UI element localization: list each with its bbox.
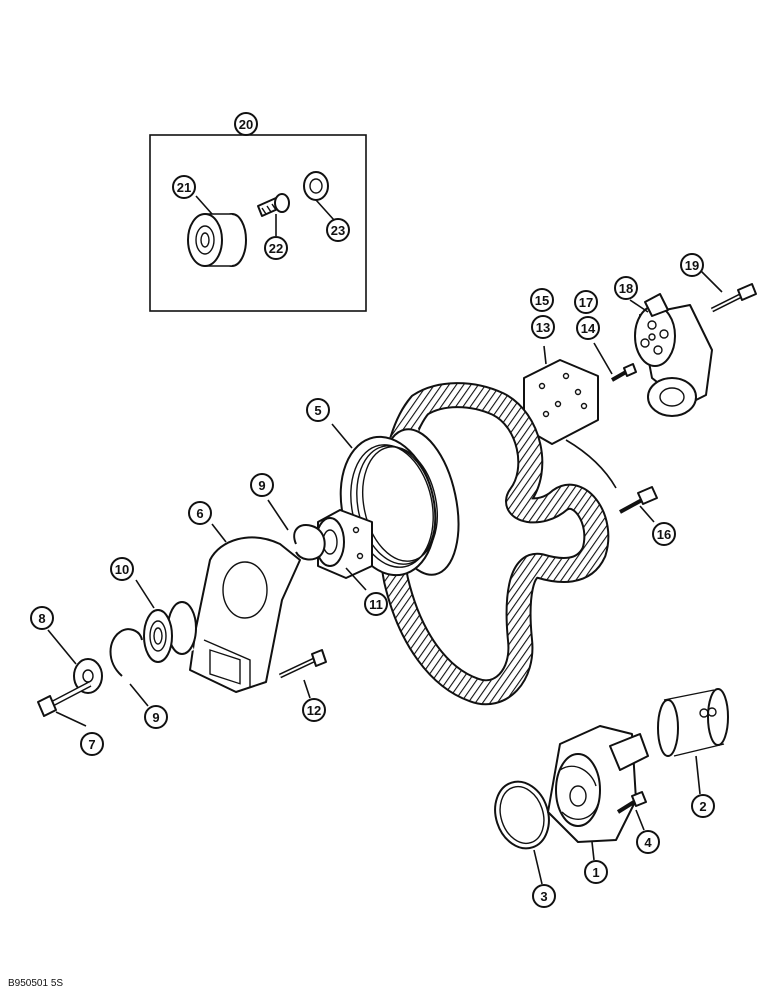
svg-text:4: 4	[644, 835, 652, 850]
pulley-hub	[315, 509, 373, 579]
idler-support-bracket	[189, 536, 301, 693]
svg-text:5: 5	[314, 403, 321, 418]
assembly-path-line	[565, 439, 617, 489]
svg-text:13: 13	[536, 320, 550, 335]
idler-pulley	[187, 213, 247, 267]
snap-ring-lower	[109, 628, 143, 677]
mounting-bolt-16	[619, 486, 658, 514]
callout-19[interactable]: 19	[680, 253, 704, 277]
callout-12[interactable]: 12	[302, 698, 326, 722]
figure-reference-code: B950501 5S	[8, 978, 63, 989]
svg-text:2: 2	[699, 799, 706, 814]
svg-text:1: 1	[592, 865, 599, 880]
callout-13[interactable]: 13	[531, 315, 555, 339]
pump-sleeve	[657, 688, 729, 757]
idler-washer	[303, 171, 329, 201]
serpentine-belt	[378, 382, 610, 706]
svg-text:9: 9	[258, 478, 265, 493]
callout-11[interactable]: 11	[364, 592, 388, 616]
pump-o-ring	[494, 780, 550, 850]
svg-text:8: 8	[38, 611, 45, 626]
svg-text:15: 15	[535, 293, 549, 308]
callout-7[interactable]: 7	[80, 732, 104, 756]
callout-6[interactable]: 6	[188, 501, 212, 525]
callout-1[interactable]: 1	[584, 860, 608, 884]
callout-5[interactable]: 5	[306, 398, 330, 422]
svg-text:18: 18	[619, 281, 633, 296]
idler-bolt	[257, 193, 290, 217]
svg-text:16: 16	[657, 527, 671, 542]
callout-22[interactable]: 22	[264, 236, 288, 260]
callout-20[interactable]: 20	[234, 112, 258, 136]
tensioner-bolt	[710, 283, 757, 313]
callout-4[interactable]: 4	[636, 830, 660, 854]
callout-15[interactable]: 15	[530, 288, 554, 312]
callout-8[interactable]: 8	[30, 606, 54, 630]
pulley-bolt	[37, 681, 92, 717]
callout-3[interactable]: 3	[532, 884, 556, 908]
svg-text:21: 21	[177, 180, 191, 195]
svg-text:22: 22	[269, 241, 283, 256]
svg-text:7: 7	[88, 737, 95, 752]
callout-14[interactable]: 14	[576, 316, 600, 340]
bracket-plate	[523, 359, 599, 445]
idler-pulley-kit-inset	[149, 124, 367, 312]
svg-text:3: 3	[540, 889, 547, 904]
pump-bolt	[616, 791, 647, 814]
leader-lines	[47, 195, 723, 885]
bracket-bolt-small	[611, 363, 637, 382]
svg-text:20: 20	[239, 117, 253, 132]
callout-23[interactable]: 23	[326, 218, 350, 242]
svg-text:19: 19	[685, 258, 699, 273]
svg-text:11: 11	[369, 597, 383, 612]
callout-2[interactable]: 2	[691, 794, 715, 818]
callout-16[interactable]: 16	[652, 522, 676, 546]
callout-21[interactable]: 21	[172, 175, 196, 199]
callout-18[interactable]: 18	[614, 276, 638, 300]
svg-text:17: 17	[579, 295, 593, 310]
callout-9-lower[interactable]: 9	[144, 705, 168, 729]
svg-text:10: 10	[115, 562, 129, 577]
idler-bearing	[143, 601, 197, 663]
callout-9-upper[interactable]: 9	[250, 473, 274, 497]
svg-text:9: 9	[152, 710, 159, 725]
callout-10[interactable]: 10	[110, 557, 134, 581]
svg-text:6: 6	[196, 506, 203, 521]
svg-text:23: 23	[331, 223, 345, 238]
belt-tensioner	[634, 293, 713, 417]
snap-ring-upper	[293, 524, 326, 561]
bracket-bolt	[278, 649, 327, 679]
water-pump	[547, 725, 649, 843]
callout-17[interactable]: 17	[574, 290, 598, 314]
flat-washer	[73, 658, 103, 694]
svg-text:12: 12	[307, 703, 321, 718]
svg-text:14: 14	[581, 321, 596, 336]
